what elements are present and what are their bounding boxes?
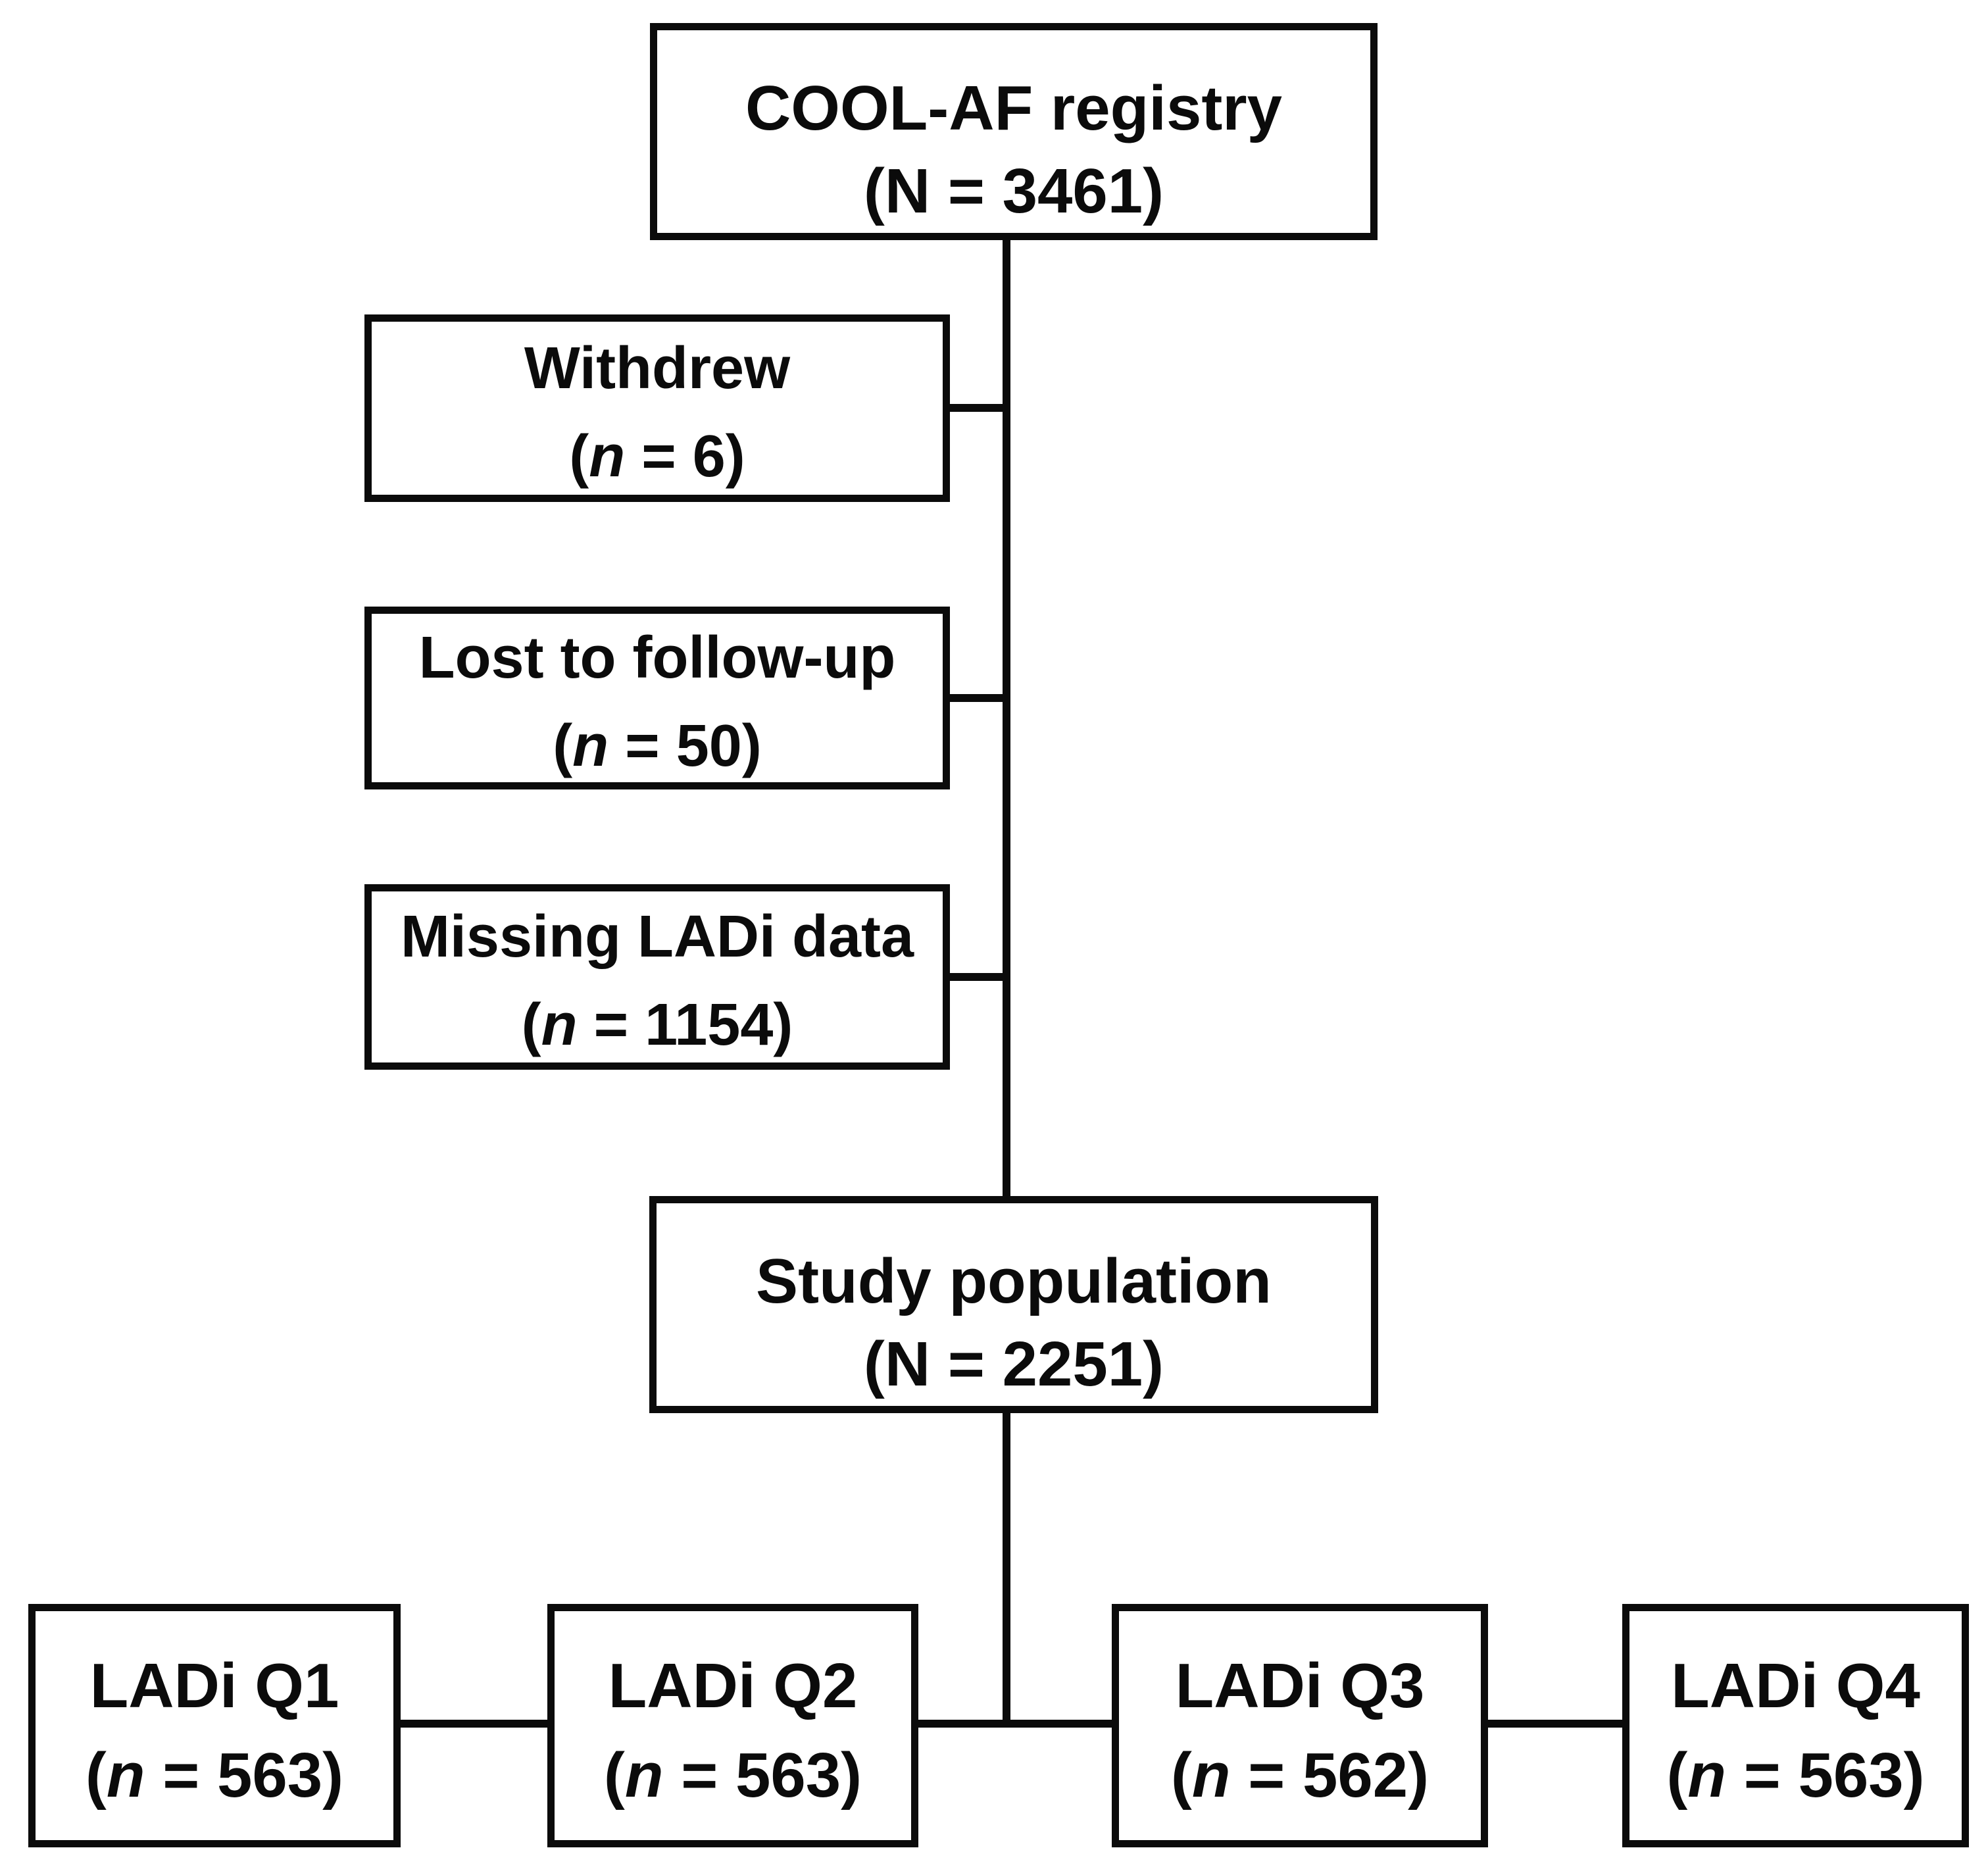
count-open-paren: ( — [1170, 1740, 1192, 1811]
count-value: = 2251) — [930, 1329, 1164, 1399]
node-withdrew-label: Withdrew — [524, 335, 791, 401]
node-withdrew: Withdrew (n = 6) — [364, 314, 950, 502]
count-value: = 3461) — [930, 156, 1164, 226]
connector-q1-q2 — [398, 1720, 550, 1728]
count-variable: N — [884, 156, 931, 226]
connector-missing-branch — [947, 973, 1010, 981]
node-q1-count: (n = 563) — [86, 1744, 343, 1807]
node-q1-label: LADi Q1 — [89, 1651, 339, 1721]
count-value: = 563) — [1726, 1740, 1925, 1811]
connector-lost-branch — [947, 694, 1010, 702]
connector-q3-q4 — [1485, 1720, 1625, 1728]
count-variable: n — [541, 992, 578, 1058]
count-value: = 50) — [609, 713, 762, 779]
count-value: = 562) — [1230, 1740, 1429, 1811]
connector-withdrew-branch — [947, 404, 1010, 412]
count-open-paren: ( — [603, 1740, 625, 1811]
node-study-population: Study population (N = 2251) — [649, 1196, 1378, 1413]
node-ladi-q4: LADi Q4 (n = 563) — [1622, 1604, 1969, 1847]
node-study-count: (N = 2251) — [864, 1333, 1164, 1396]
node-lost-label: Lost to follow-up — [418, 625, 896, 691]
node-registry-label: COOL-AF registry — [745, 73, 1283, 143]
count-value: = 1154) — [577, 992, 793, 1058]
count-variable: n — [106, 1740, 145, 1811]
connector-q2-q3 — [916, 1720, 1114, 1728]
count-variable: N — [884, 1329, 931, 1399]
connector-registry-to-study — [1003, 237, 1010, 1199]
count-open-paren: ( — [521, 992, 541, 1058]
count-open-paren: ( — [1666, 1740, 1688, 1811]
count-variable: n — [1687, 1740, 1727, 1811]
count-variable: n — [589, 423, 626, 489]
node-q3-label: LADi Q3 — [1175, 1651, 1425, 1721]
count-open-paren: ( — [863, 1329, 885, 1399]
node-study-label: Study population — [756, 1246, 1272, 1316]
node-missing-ladi-data: Missing LADi data (n = 1154) — [364, 884, 950, 1070]
node-ladi-q1: LADi Q1 (n = 563) — [28, 1604, 401, 1847]
node-q3-count: (n = 562) — [1171, 1744, 1429, 1807]
node-missing-count: (n = 1154) — [522, 995, 793, 1055]
count-variable: n — [1191, 1740, 1231, 1811]
count-open-paren: ( — [553, 713, 573, 779]
node-withdrew-count: (n = 6) — [569, 427, 745, 486]
count-variable: n — [572, 713, 609, 779]
count-value: = 6) — [625, 423, 745, 489]
node-q2-count: (n = 563) — [604, 1744, 862, 1807]
node-q4-label: LADi Q4 — [1671, 1651, 1920, 1721]
node-registry: COOL-AF registry (N = 3461) — [650, 23, 1378, 240]
node-q2-label: LADi Q2 — [608, 1651, 858, 1721]
count-value: = 563) — [663, 1740, 862, 1811]
node-ladi-q3: LADi Q3 (n = 562) — [1112, 1604, 1488, 1847]
node-registry-count: (N = 3461) — [864, 160, 1164, 223]
connector-study-to-quartiles — [1003, 1411, 1010, 1728]
node-lost-to-follow-up: Lost to follow-up (n = 50) — [364, 607, 950, 789]
node-ladi-q2: LADi Q2 (n = 563) — [547, 1604, 918, 1847]
count-open-paren: ( — [85, 1740, 107, 1811]
count-value: = 563) — [145, 1740, 344, 1811]
node-q4-count: (n = 563) — [1666, 1744, 1924, 1807]
count-open-paren: ( — [863, 156, 885, 226]
count-open-paren: ( — [569, 423, 589, 489]
count-variable: n — [624, 1740, 664, 1811]
node-lost-count: (n = 50) — [553, 716, 762, 776]
node-missing-label: Missing LADi data — [400, 904, 914, 970]
